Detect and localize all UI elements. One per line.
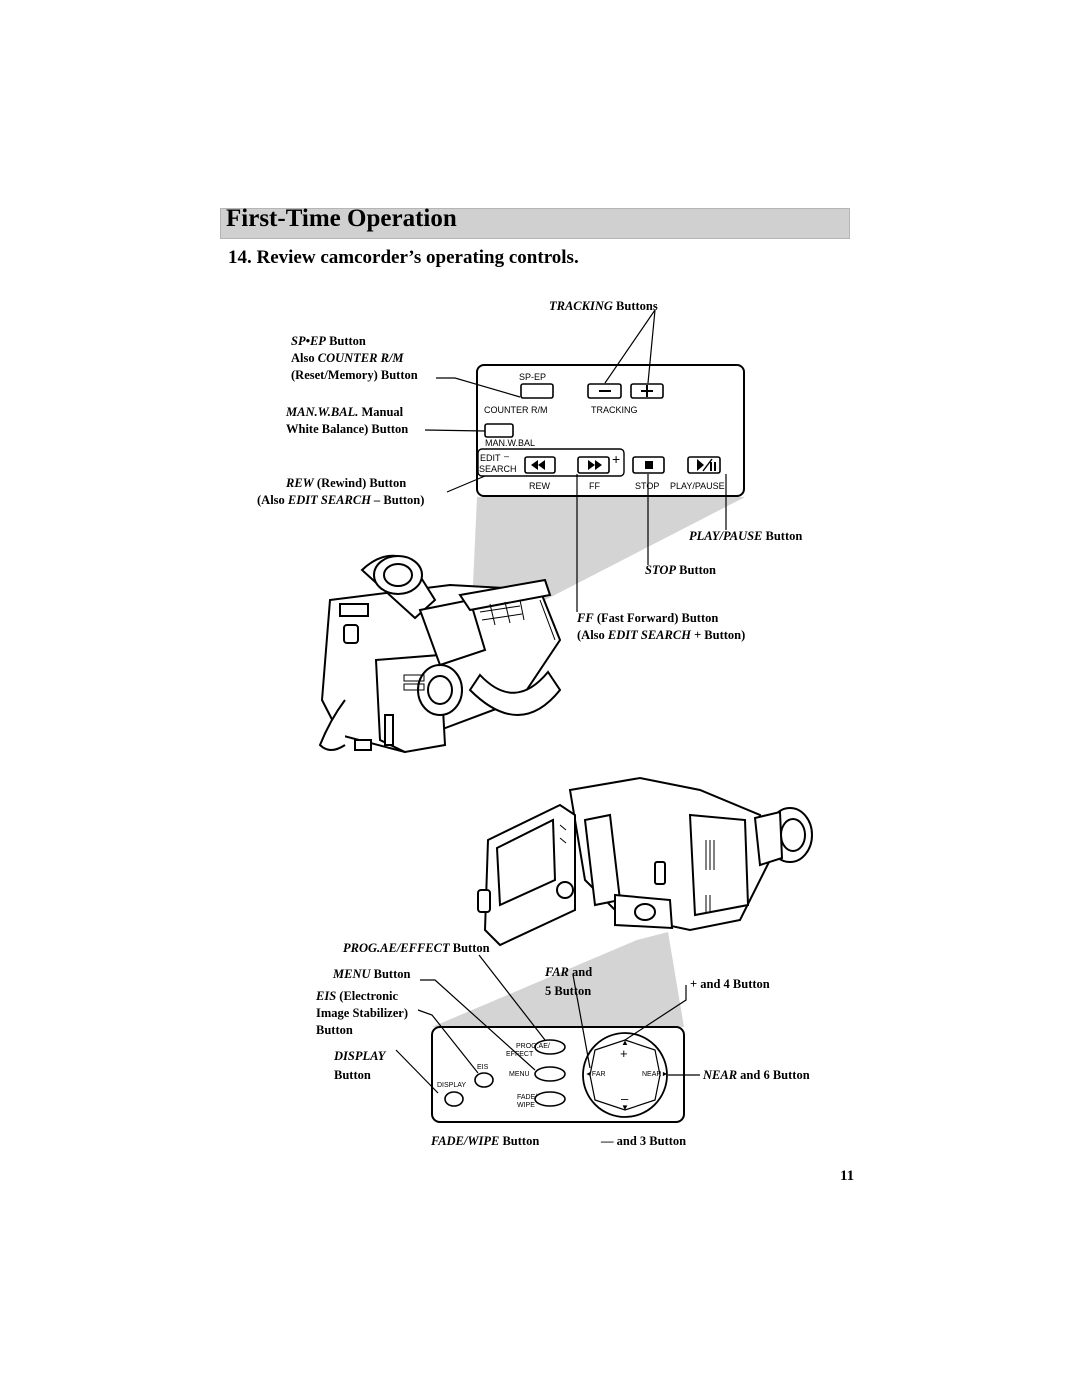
panel-down-arrow: ▼ [621,1103,629,1112]
sp-ep-button [520,383,554,399]
tracking-minus-button [587,383,622,399]
minus-and-3-label: — and 3 Button [601,1134,687,1148]
fade-wipe-label: FADE/WIPE Button [431,1134,540,1148]
panel-edit-plus-text: + [612,451,621,467]
menu-button-label: MENU Button [333,967,411,981]
bottom-control-panel [431,1026,685,1123]
display-line2-label: Button [334,1068,371,1082]
menu-button [534,1066,566,1082]
camcorder-lcd-illustration [477,776,813,947]
edit-search-minus-label: (Also EDIT SEARCH – Button) [257,493,425,507]
top-leader-lines [424,309,727,612]
panel-near-text: NEAR► [642,1071,669,1078]
white-balance-label: White Balance) Button [286,422,409,436]
display-button-label: DISPLAY [334,1049,386,1063]
panel-edit-minus-text: – [504,451,510,461]
tracking-plus-button [630,383,664,399]
panel-up-arrow: ▲ [621,1038,629,1047]
rew-button [524,456,556,474]
panel-prog-ae-text: PROG.AE/ [516,1043,550,1050]
tracking-buttons-label: TRACKING Buttons [549,299,658,313]
prog-ae-effect-button [534,1039,566,1055]
display-button [444,1091,464,1107]
section-title: First-Time Operation [226,205,457,232]
panel-display-text: DISPLAY [437,1082,467,1089]
far-button-label: FAR and [545,965,593,979]
camcorder-lcd-details [559,824,715,912]
direction-pad [582,1032,668,1118]
top-projection-wedge [470,497,745,650]
step-heading: 14. Review camcorder’s operating control… [228,247,579,268]
stop-button [632,456,665,474]
near-button-label: NEAR and 6 Button [703,1068,810,1082]
panel-sp-ep-text: SP-EP [519,372,547,382]
panel-wipe-text: WIPE [517,1102,535,1109]
top-panel-glyphs [531,385,716,472]
man-w-bal-label: MAN.W.BAL. Manual [286,405,404,419]
plus-and-4-label: + and 4 Button [690,977,770,991]
spep-button-label: SP•EP Button [291,334,366,348]
panel-rew-text: REW [529,481,550,491]
far-line2-label: 5 Button [545,984,592,998]
panel-edit-text: EDIT [480,453,501,463]
prog-ae-effect-label: PROG.AE/EFFECT Button [343,941,490,955]
reset-memory-label: (Reset/Memory) Button [291,368,418,382]
panel-far-text: ◄FAR [585,1071,606,1078]
panel-effect-text: EFFECT [506,1051,534,1058]
rew-button-label: REW (Rewind) Button [286,476,407,490]
camcorder-side-details [403,599,556,691]
eis-button [474,1072,494,1088]
bottom-projection-wedge [432,932,684,1027]
counter-rm-label: Also COUNTER R/M [291,351,404,365]
panel-minus-text: – [621,1091,629,1106]
ff-button [577,456,610,474]
eis-line2-label: Image Stabilizer) [316,1006,408,1020]
play-pause-button-label: PLAY/PAUSE Button [689,529,803,543]
play-pause-button [687,456,721,474]
eis-line3-label: Button [316,1023,353,1037]
man-w-bal-button [484,423,514,438]
panel-counter-rm-text: COUNTER R/M [484,405,548,415]
edit-search-frame [477,448,625,477]
stop-button-label: STOP Button [645,563,716,577]
panel-menu-text: MENU [509,1071,530,1078]
camcorder-side-illustration [318,554,562,754]
panel-man-w-bal-text: MAN.W.BAL [485,438,536,448]
panel-tracking-text: TRACKING [591,405,638,415]
edit-search-plus-label: (Also EDIT SEARCH + Button) [577,628,746,642]
panel-play-pause-text: PLAY/PAUSE [670,481,725,491]
eis-button-label: EIS (Electronic [316,989,399,1003]
panel-plus-text: + [620,1046,628,1061]
ff-button-label: FF (Fast Forward) Button [577,611,719,625]
panel-fade-text: FADE/ [517,1094,538,1101]
section-title-bar [220,208,850,239]
panel-stop-text: STOP [635,481,660,491]
panel-eis-text: EIS [477,1064,489,1071]
panel-search-text: SEARCH [479,464,517,474]
bottom-leader-lines [395,954,700,1094]
fade-wipe-button [534,1091,566,1107]
page-number: 11 [840,1168,855,1184]
top-control-panel [476,364,745,497]
panel-ff-text: FF [589,481,600,491]
